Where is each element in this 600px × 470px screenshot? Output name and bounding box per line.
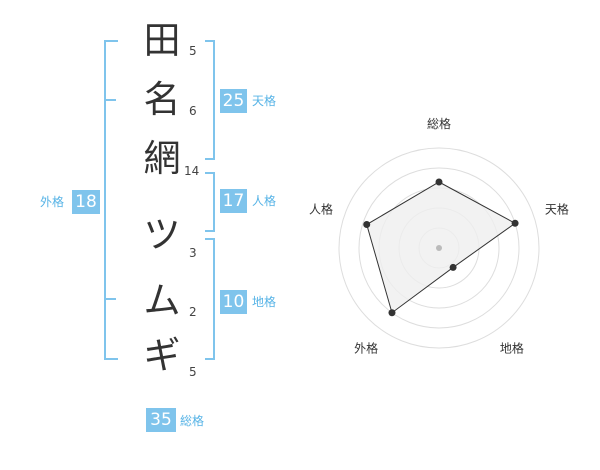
radar-point-1 xyxy=(435,178,443,186)
radar-axis-label-2: 天格 xyxy=(545,202,569,217)
tenkaku-bracket xyxy=(205,40,215,160)
jinkaku-value: 17 xyxy=(220,189,247,213)
name-char-4: ツ xyxy=(143,213,181,256)
chikaku-bracket xyxy=(205,238,215,360)
gaikaku-label: 外格 xyxy=(40,195,65,209)
tenkaku-label: 天格 xyxy=(252,94,277,108)
radar-axis-label-5: 人格 xyxy=(309,202,333,217)
soukaku-value: 35 xyxy=(146,408,176,432)
stroke-count-1: 5 xyxy=(189,44,197,58)
stroke-count-6: 5 xyxy=(189,365,197,379)
name-char-6: ギ xyxy=(143,334,181,377)
chikaku-label: 地格 xyxy=(252,295,277,309)
tenkaku-value: 25 xyxy=(220,89,247,113)
radar-point-2 xyxy=(511,219,519,227)
jinkaku-bracket xyxy=(205,172,215,232)
stroke-count-2: 6 xyxy=(189,104,197,118)
gaikaku-tick-lower xyxy=(104,298,116,300)
chikaku-value: 10 xyxy=(220,290,247,314)
soukaku-label: 総格 xyxy=(180,414,205,428)
stroke-count-5: 2 xyxy=(189,305,197,319)
gaikaku-tick-upper xyxy=(104,99,116,101)
gaikaku-bracket xyxy=(104,40,118,360)
jinkaku-label: 人格 xyxy=(252,194,277,208)
radar-axis-label-1: 総格 xyxy=(427,116,451,131)
radar-point-3 xyxy=(449,263,457,271)
radar-axis-label-4: 外格 xyxy=(354,340,378,355)
radar-point-5 xyxy=(363,221,371,229)
name-char-3: 網 xyxy=(143,137,181,180)
stroke-count-4: 3 xyxy=(189,246,197,260)
name-char-1: 田 xyxy=(143,19,181,62)
radar-center-dot xyxy=(436,245,442,251)
gaikaku-value: 18 xyxy=(72,190,100,214)
radar-ring-4 xyxy=(358,167,520,329)
radar-point-4 xyxy=(388,309,396,317)
name-char-2: 名 xyxy=(143,78,181,121)
radar-axis-label-3: 地格 xyxy=(500,340,524,355)
stroke-count-3: 14 xyxy=(184,164,200,178)
name-char-5: ム xyxy=(143,279,181,322)
